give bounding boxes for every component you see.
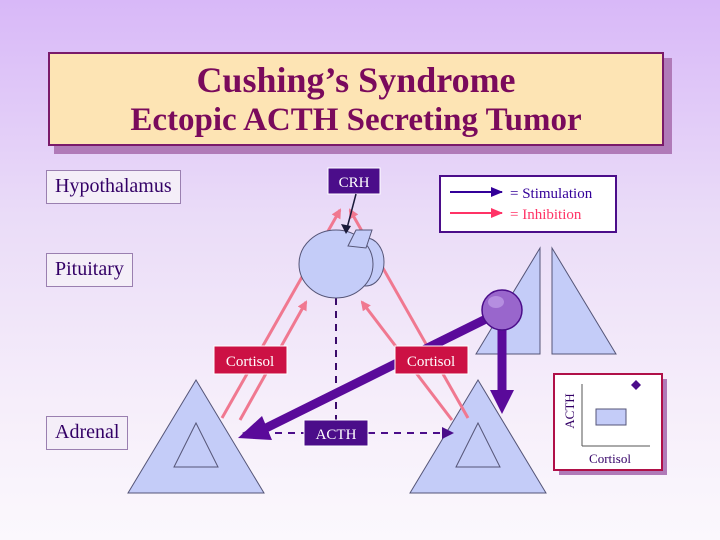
ectopic-acth-left-arrow-shaft bbox=[260, 313, 490, 435]
legend-stimulation-label: = Stimulation bbox=[510, 186, 593, 202]
crh-label: CRH bbox=[339, 175, 370, 191]
inset-plot-xlabel: Cortisol bbox=[589, 451, 631, 466]
ectopic-acth-left-arrow-head bbox=[238, 416, 272, 440]
inset-plot-ylabel: ACTH bbox=[562, 393, 577, 428]
cortisol-tag-right bbox=[394, 345, 469, 375]
label-adrenal: Adrenal bbox=[46, 416, 129, 450]
left-adrenal-medulla bbox=[173, 421, 219, 468]
cortisol-label-right: Cortisol bbox=[407, 354, 455, 370]
ectopic-tumor bbox=[481, 289, 523, 331]
label-hypothalamus: Hypothalamus bbox=[46, 170, 181, 204]
legend-inhibition-label: = Inhibition bbox=[510, 207, 582, 223]
title-line-2: Ectopic ACTH Secreting Tumor bbox=[130, 102, 582, 138]
acth-tag bbox=[303, 419, 369, 447]
ectopic-tumor-highlight bbox=[488, 296, 504, 308]
pituitary-stalk bbox=[347, 229, 373, 249]
cortisol-tag-left bbox=[213, 345, 288, 375]
inset-plot-patient-point bbox=[631, 380, 641, 390]
right-adrenal-medulla bbox=[455, 421, 501, 468]
cortisol-label-left: Cortisol bbox=[226, 354, 274, 370]
legend-box bbox=[439, 175, 617, 233]
label-pituitary: Pituitary bbox=[46, 253, 133, 287]
crh-pointer-head bbox=[341, 224, 351, 234]
acth-label: ACTH bbox=[316, 427, 357, 443]
inset-plot-normal-range bbox=[595, 408, 627, 426]
title-box: Cushing’s Syndrome Ectopic ACTH Secretin… bbox=[48, 52, 664, 146]
crh-tag bbox=[327, 167, 381, 195]
ectopic-acth-down-arrow-head bbox=[490, 390, 514, 414]
title-line-1: Cushing’s Syndrome bbox=[196, 60, 516, 100]
right-pituitary-wedge-right bbox=[551, 246, 617, 355]
